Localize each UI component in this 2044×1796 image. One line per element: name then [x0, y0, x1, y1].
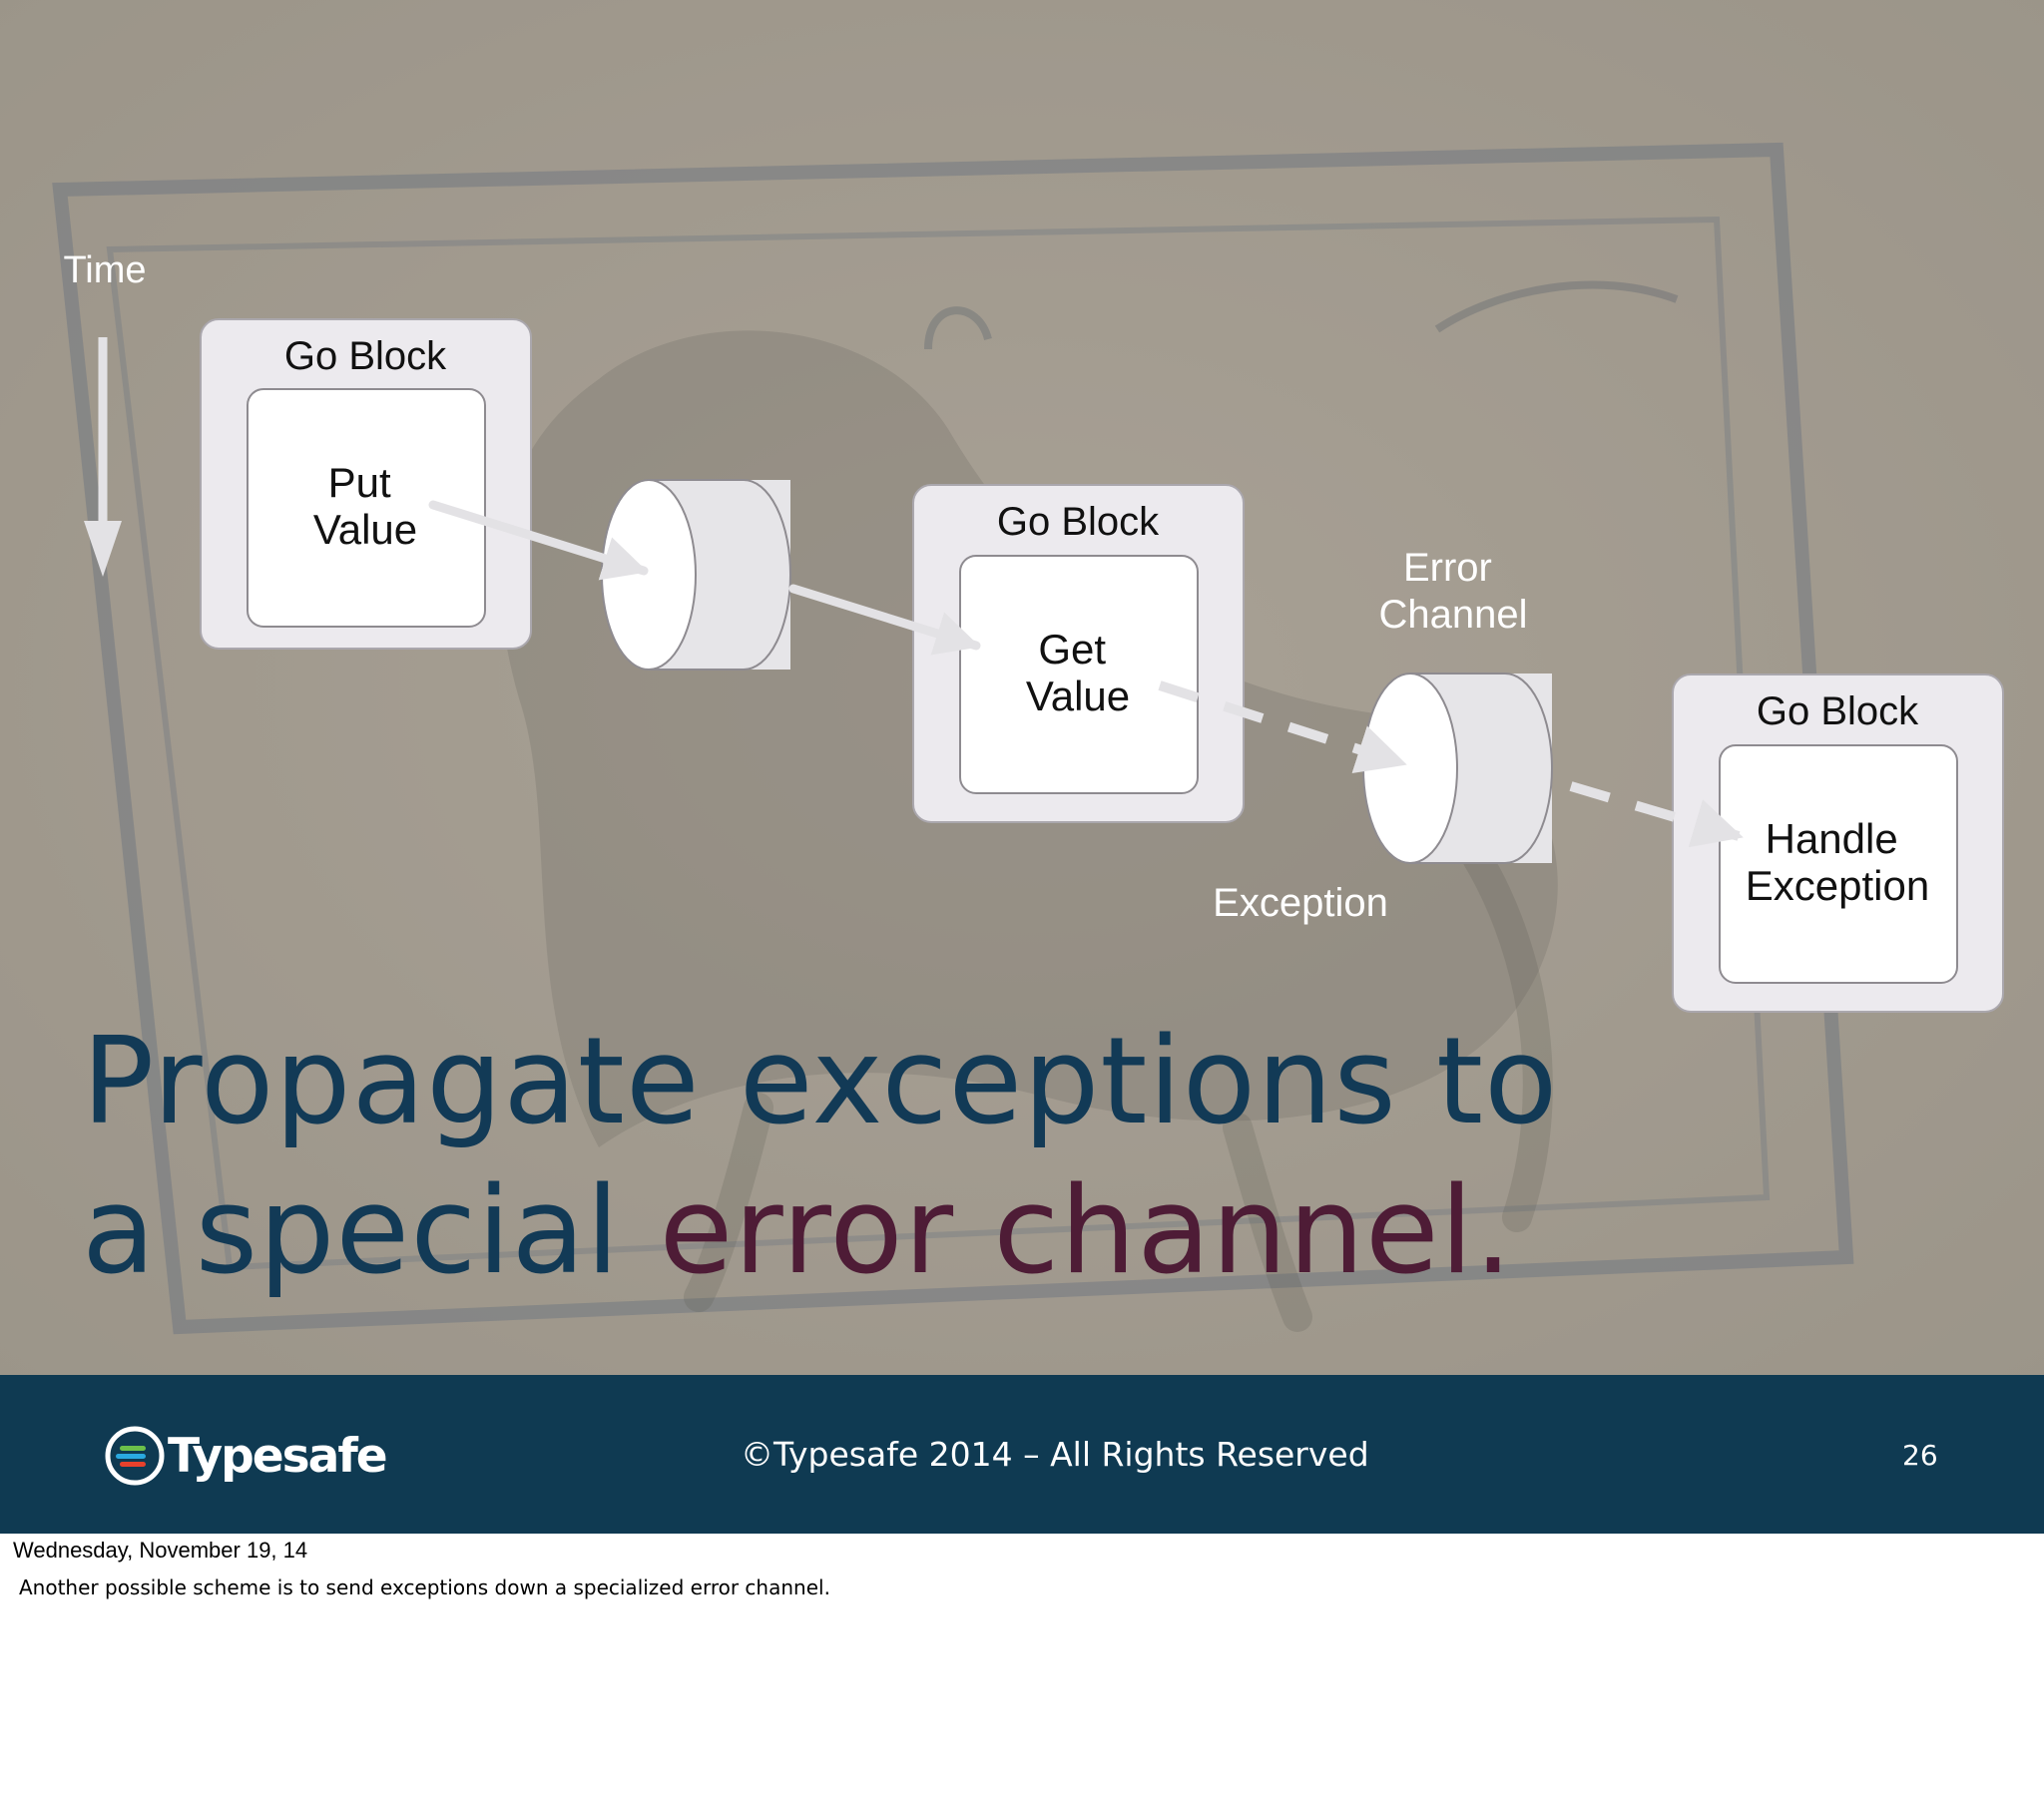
dashed-arrow-error-channel-to-handle	[1569, 781, 1744, 848]
error-channel	[1362, 673, 1553, 864]
go-block-put: Go Block Put Value	[200, 318, 532, 650]
notes-date: Wednesday, November 19, 14	[13, 1538, 308, 1563]
speaker-notes: Another possible scheme is to send excep…	[19, 1575, 830, 1599]
headline-line-1: Propagate exceptions to	[82, 1013, 1559, 1151]
dashed-arrow-get-to-error-channel	[1158, 680, 1407, 774]
typesafe-logo-icon	[105, 1426, 165, 1486]
flow-arrow-put-to-channel	[428, 500, 649, 581]
slide: Time Go Block Put Value Go Block	[0, 0, 2044, 1534]
go-block-title: Go Block	[997, 500, 1160, 544]
flow-arrow-channel-to-get	[788, 584, 981, 656]
go-block-title: Go Block	[284, 334, 447, 378]
block-action-label: Put Value	[313, 459, 417, 553]
headline-line-2-prefix: a special	[82, 1162, 660, 1301]
typesafe-logo: Typesafe	[104, 1425, 388, 1487]
page-number: 26	[1902, 1439, 1938, 1472]
slide-footer: Typesafe ©Typesafe 2014 – All Rights Res…	[0, 1375, 2044, 1534]
flow-diagram: Time Go Block Put Value Go Block	[63, 249, 2004, 1013]
go-block-get: Go Block Get Value	[912, 484, 1245, 823]
block-action-label: Handle Exception	[1746, 815, 1929, 909]
go-block-handle: Go Block Handle Exception	[1672, 674, 2004, 1013]
error-channel-label: Error Channel	[1378, 546, 1527, 637]
exception-label: Exception	[1213, 881, 1388, 925]
headline-accent: error channel.	[659, 1162, 1514, 1301]
logo-text: Typesafe	[168, 1428, 388, 1484]
go-block-title: Go Block	[1757, 689, 1919, 733]
time-label: Time	[63, 249, 146, 291]
channel	[601, 479, 791, 671]
copyright-text: ©Typesafe 2014 – All Rights Reserved	[741, 1435, 1369, 1474]
block-action-label: Get Value	[1026, 626, 1130, 719]
time-arrow	[84, 337, 122, 577]
slide-headline: Propagate exceptions to a special error …	[82, 1008, 1779, 1307]
